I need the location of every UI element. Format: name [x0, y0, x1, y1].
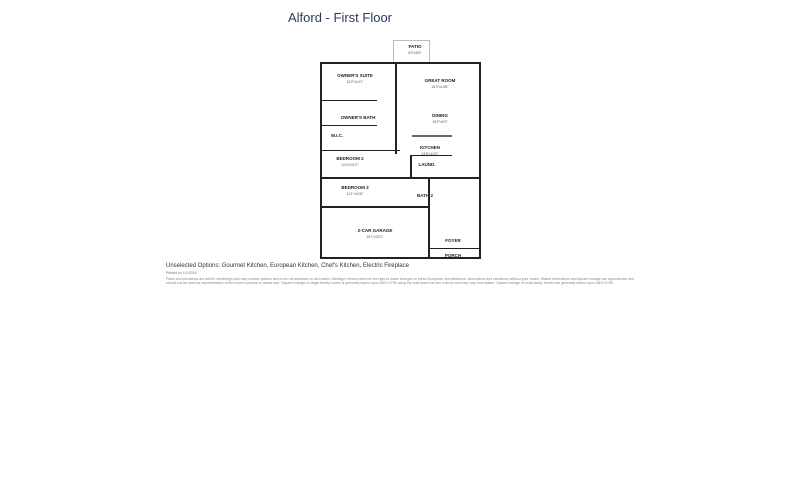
page-title: Alford - First Floor	[287, 10, 392, 25]
patio-outline	[393, 40, 430, 63]
room-laundry: LAUND.	[418, 162, 436, 167]
wall	[430, 248, 480, 249]
room-bath-2: BATH 2	[417, 193, 433, 198]
wall	[320, 100, 377, 101]
wall	[320, 150, 400, 151]
disclaimer: Plans and elevations are artist's render…	[166, 277, 634, 285]
wall	[395, 62, 397, 154]
room-owners-bath: OWNER'S BATH	[340, 115, 376, 120]
room-porch: PORCH	[444, 253, 462, 258]
wall	[320, 125, 377, 126]
wall	[410, 155, 412, 178]
wall	[320, 177, 480, 179]
room-foyer: FOYER	[445, 238, 461, 243]
printed-note: Printed on 1/1/2024	[166, 271, 197, 275]
wall	[410, 155, 452, 156]
kitchen-island	[412, 135, 452, 137]
wall	[428, 177, 430, 259]
wall	[320, 206, 430, 208]
unselected-options: Unselected Options: Gourmet Kitchen, Eur…	[166, 263, 409, 269]
exterior-walls	[320, 62, 481, 259]
room-wic: W.I.C.	[330, 133, 344, 138]
